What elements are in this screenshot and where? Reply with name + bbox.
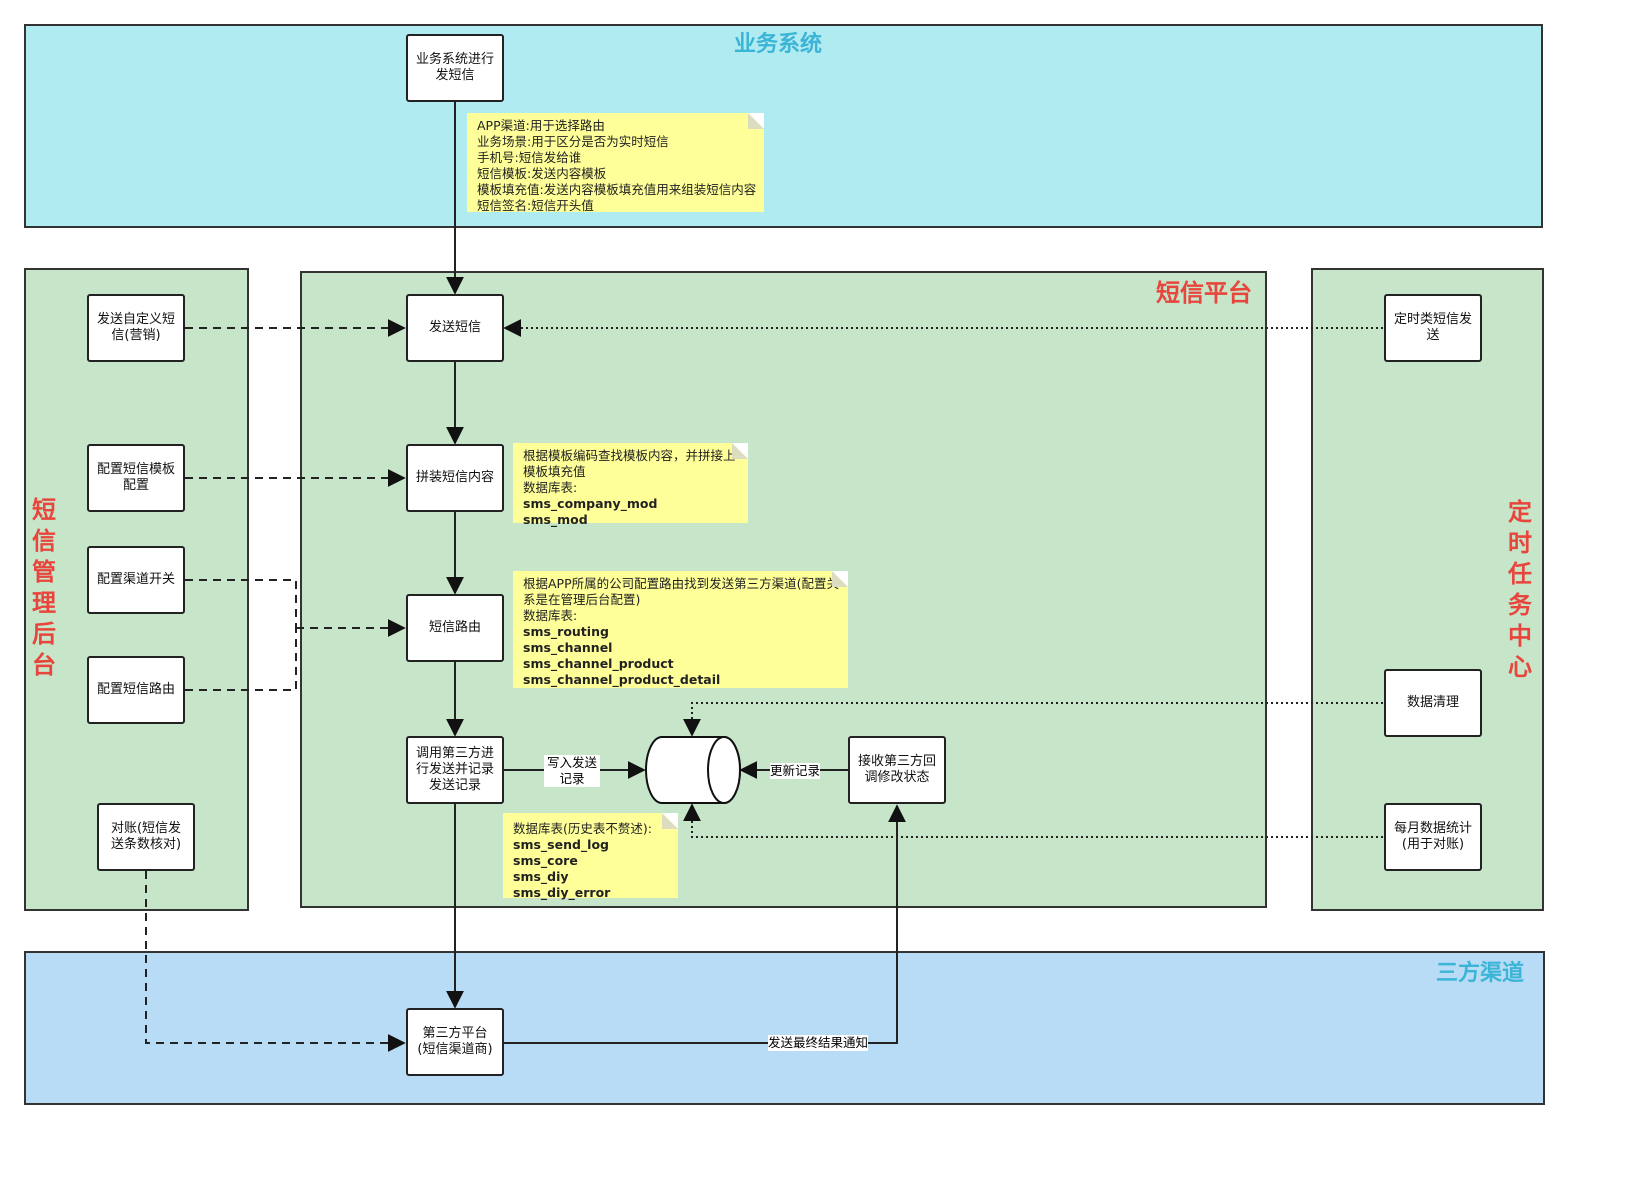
third-party-title: 三方渠道	[1436, 961, 1525, 986]
business-system-region	[24, 24, 1543, 228]
routing-node: 短信路由	[406, 594, 504, 662]
admin-template-node: 配置短信模板 配置	[87, 444, 185, 512]
call-third-node: 调用第三方进 行发送并记录 发送记录	[406, 736, 504, 804]
write-record-label: 写入发送 记录	[544, 755, 600, 787]
third-platform-node: 第三方平台 (短信渠道商)	[406, 1008, 504, 1076]
edge-stats	[683, 803, 1383, 838]
edge-admin-switch	[185, 579, 297, 628]
note-fold-icon	[748, 113, 764, 129]
edge-final-notify	[503, 804, 906, 1044]
business-system-title: 业务系统	[734, 32, 823, 57]
params-note: APP渠道:用于选择路由 业务场景:用于区分是否为实时短信 手机号:短信发给谁 …	[467, 113, 764, 213]
log-note: 数据库表(历史表不赘述): sms_send_log sms_core sms_…	[503, 813, 678, 900]
edge-reconcile	[145, 871, 406, 1052]
final-notify-label: 发送最终结果通知	[768, 1035, 869, 1051]
task-cleanup-node: 数据清理	[1384, 669, 1482, 737]
task-stats-node: 每月数据统计 (用于对账)	[1384, 803, 1482, 871]
task-center-title: 定时任务中心	[1508, 498, 1532, 681]
biz-send-node: 业务系统进行 发短信	[406, 34, 504, 102]
database-cylinder-icon	[645, 736, 741, 804]
admin-channel-switch-node: 配置渠道开关	[87, 546, 185, 614]
send-sms-node: 发送短信	[406, 294, 504, 362]
assemble-node: 拼装短信内容	[406, 444, 504, 512]
edge-cleanup	[683, 702, 1383, 737]
admin-custom-node: 发送自定义短 信(营销)	[87, 294, 185, 362]
assemble-note: 根据模板编码查找模板内容，并拼接上 模板填充值 数据库表: sms_compan…	[513, 443, 748, 527]
sms-platform-title: 短信平台	[1156, 279, 1252, 307]
third-party-region	[24, 951, 1545, 1105]
receive-callback-node: 接收第三方回 调修改状态	[848, 736, 946, 804]
edge-admin-route	[185, 628, 297, 691]
update-record-label: 更新记录	[770, 763, 821, 779]
admin-route-node: 配置短信路由	[87, 656, 185, 724]
note-fold-icon	[662, 813, 678, 829]
task-timed-node: 定时类短信发 送	[1384, 294, 1482, 362]
routing-note: 根据APP所属的公司配置路由找到发送第三方渠道(配置关 系是在管理后台配置) 数…	[513, 571, 848, 688]
sms-admin-title: 短信管理后台	[32, 496, 56, 679]
note-fold-icon	[732, 443, 748, 459]
admin-reconcile-node: 对账(短信发 送条数核对)	[97, 803, 195, 871]
note-fold-icon	[832, 571, 848, 587]
